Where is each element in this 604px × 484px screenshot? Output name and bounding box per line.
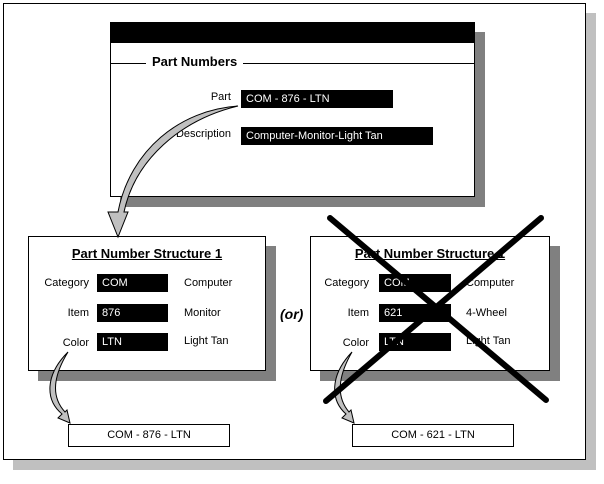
color-code: LTN — [97, 333, 168, 351]
result-box-2: COM - 621 - LTN — [352, 424, 514, 447]
item-meaning: 4-Wheel — [466, 307, 507, 319]
item-label: Item — [347, 307, 369, 319]
color-label: Color — [342, 337, 369, 349]
result-box-1: COM - 876 - LTN — [68, 424, 230, 447]
large-curved-arrow-icon — [107, 105, 239, 239]
item-code: 876 — [97, 304, 168, 322]
color-label: Color — [62, 337, 89, 349]
category-label: Category — [324, 277, 369, 289]
window-title-bar — [111, 23, 474, 43]
small-curved-arrow-icon — [49, 351, 71, 424]
color-meaning: Light Tan — [184, 335, 229, 347]
description-label: Description — [175, 128, 231, 140]
category-code: COM — [97, 274, 168, 292]
category-meaning: Computer — [466, 277, 515, 289]
description-field[interactable]: Computer-Monitor-Light Tan — [241, 127, 433, 145]
or-label: (or) — [280, 306, 304, 322]
small-curved-arrow-icon — [334, 351, 355, 424]
part-numbers-window: Part Numbers Part COM - 876 - LTN Descri… — [110, 22, 475, 197]
part-label: Part — [210, 91, 231, 103]
structure-title: Part Number Structure 1 — [354, 246, 506, 261]
group-line — [111, 63, 474, 64]
structure-2-box: Part Number Structure 1 Category COM Com… — [310, 236, 550, 371]
cross-out-x-icon — [323, 215, 549, 404]
item-meaning: Monitor — [184, 307, 221, 319]
structure-title: Part Number Structure 1 — [71, 246, 223, 261]
structure-1-box: Part Number Structure 1 Category COM Com… — [28, 236, 266, 371]
item-label: Item — [67, 307, 89, 319]
category-meaning: Computer — [184, 277, 233, 289]
category-label: Category — [44, 277, 89, 289]
group-title: Part Numbers — [146, 54, 244, 69]
part-field[interactable]: COM - 876 - LTN — [241, 90, 393, 108]
